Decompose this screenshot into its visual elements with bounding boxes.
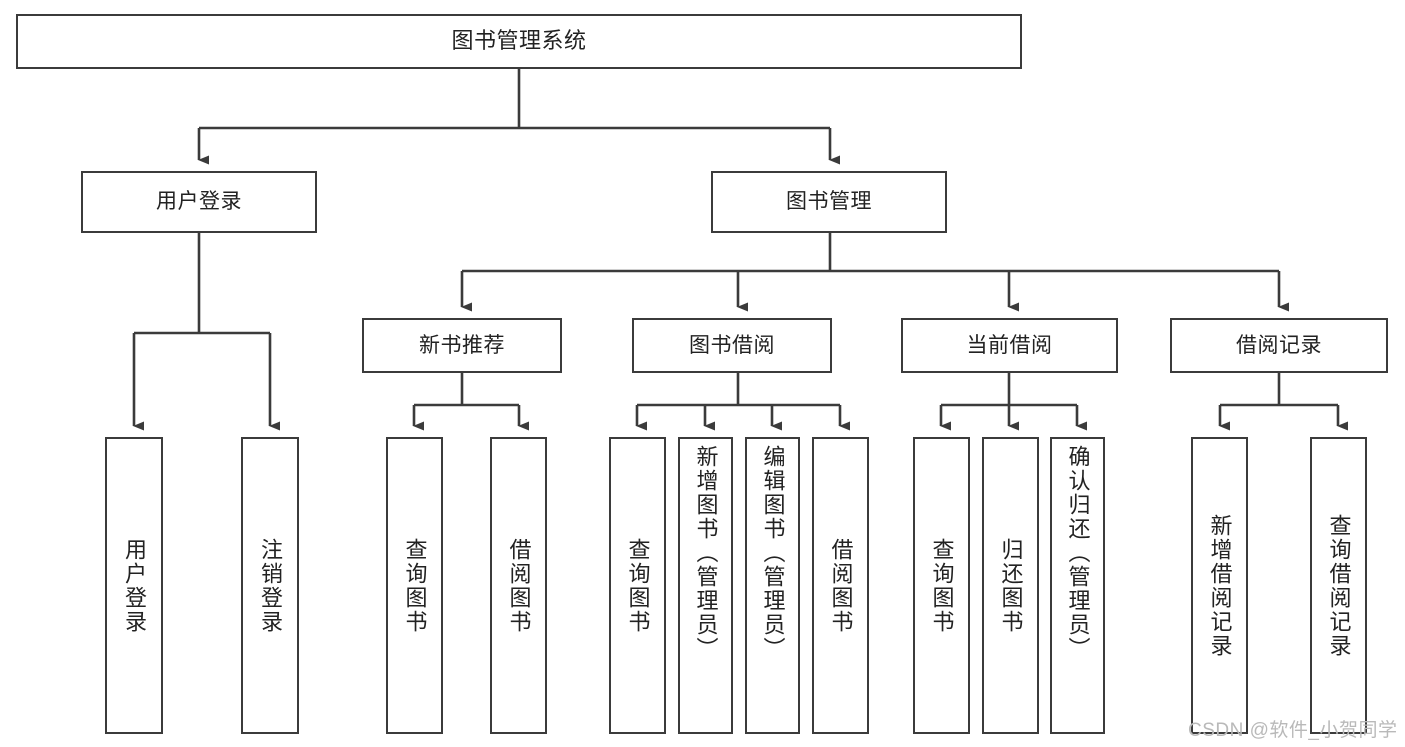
node-borrow-record-label: 借阅记录 — [1236, 333, 1322, 357]
node-leaf-edit-book-label: 编辑图书（管理员） — [760, 445, 786, 661]
node-leaf-edit-book[interactable]: 编辑图书（管理员） — [745, 437, 800, 734]
node-leaf-user-login-label: 用户登录 — [122, 537, 147, 634]
node-user-login[interactable]: 用户登录 — [81, 171, 317, 233]
node-current-borrow-label: 当前借阅 — [966, 333, 1053, 357]
node-book-management-label: 图书管理 — [786, 190, 872, 214]
node-leaf-add-book[interactable]: 新增图书（管理员） — [678, 437, 733, 734]
node-leaf-add-record-label: 新增借阅记录 — [1207, 513, 1233, 658]
watermark-text: CSDN @软件_小贺同学 — [1188, 720, 1398, 741]
node-leaf-borrow-book-1[interactable]: 借阅图书 — [490, 437, 547, 734]
node-root-system[interactable]: 图书管理系统 — [16, 14, 1022, 69]
node-new-book-recommend[interactable]: 新书推荐 — [362, 318, 562, 373]
node-leaf-borrow-book-2-label: 借阅图书 — [828, 537, 854, 634]
node-leaf-confirm-return-label: 确认归还（管理员） — [1065, 445, 1091, 661]
node-leaf-query-record[interactable]: 查询借阅记录 — [1310, 437, 1367, 734]
node-book-borrow-label: 图书借阅 — [689, 333, 775, 357]
node-leaf-query-book-1[interactable]: 查询图书 — [386, 437, 443, 734]
node-book-management[interactable]: 图书管理 — [711, 171, 947, 233]
node-leaf-query-book-1-label: 查询图书 — [402, 537, 428, 634]
node-leaf-borrow-book-2[interactable]: 借阅图书 — [812, 437, 869, 734]
node-leaf-query-book-3[interactable]: 查询图书 — [913, 437, 970, 734]
node-leaf-add-book-label: 新增图书（管理员） — [693, 445, 719, 661]
node-leaf-query-book-2[interactable]: 查询图书 — [609, 437, 666, 734]
node-leaf-return-book[interactable]: 归还图书 — [982, 437, 1039, 734]
node-leaf-query-book-3-label: 查询图书 — [929, 537, 955, 634]
node-leaf-user-login[interactable]: 用户登录 — [105, 437, 163, 734]
node-leaf-query-book-2-label: 查询图书 — [625, 537, 651, 634]
node-leaf-query-record-label: 查询借阅记录 — [1326, 513, 1352, 658]
node-leaf-return-book-label: 归还图书 — [998, 537, 1024, 634]
node-leaf-add-record[interactable]: 新增借阅记录 — [1191, 437, 1248, 734]
node-root-system-label: 图书管理系统 — [451, 28, 587, 54]
node-borrow-record[interactable]: 借阅记录 — [1170, 318, 1388, 373]
node-leaf-confirm-return[interactable]: 确认归还（管理员） — [1050, 437, 1105, 734]
node-leaf-user-logout[interactable]: 注销登录 — [241, 437, 299, 734]
node-book-borrow[interactable]: 图书借阅 — [632, 318, 832, 373]
node-current-borrow[interactable]: 当前借阅 — [901, 318, 1118, 373]
node-new-book-recommend-label: 新书推荐 — [419, 333, 505, 357]
node-leaf-user-logout-label: 注销登录 — [258, 537, 283, 634]
node-leaf-borrow-book-1-label: 借阅图书 — [506, 537, 532, 634]
node-user-login-label: 用户登录 — [156, 190, 242, 214]
